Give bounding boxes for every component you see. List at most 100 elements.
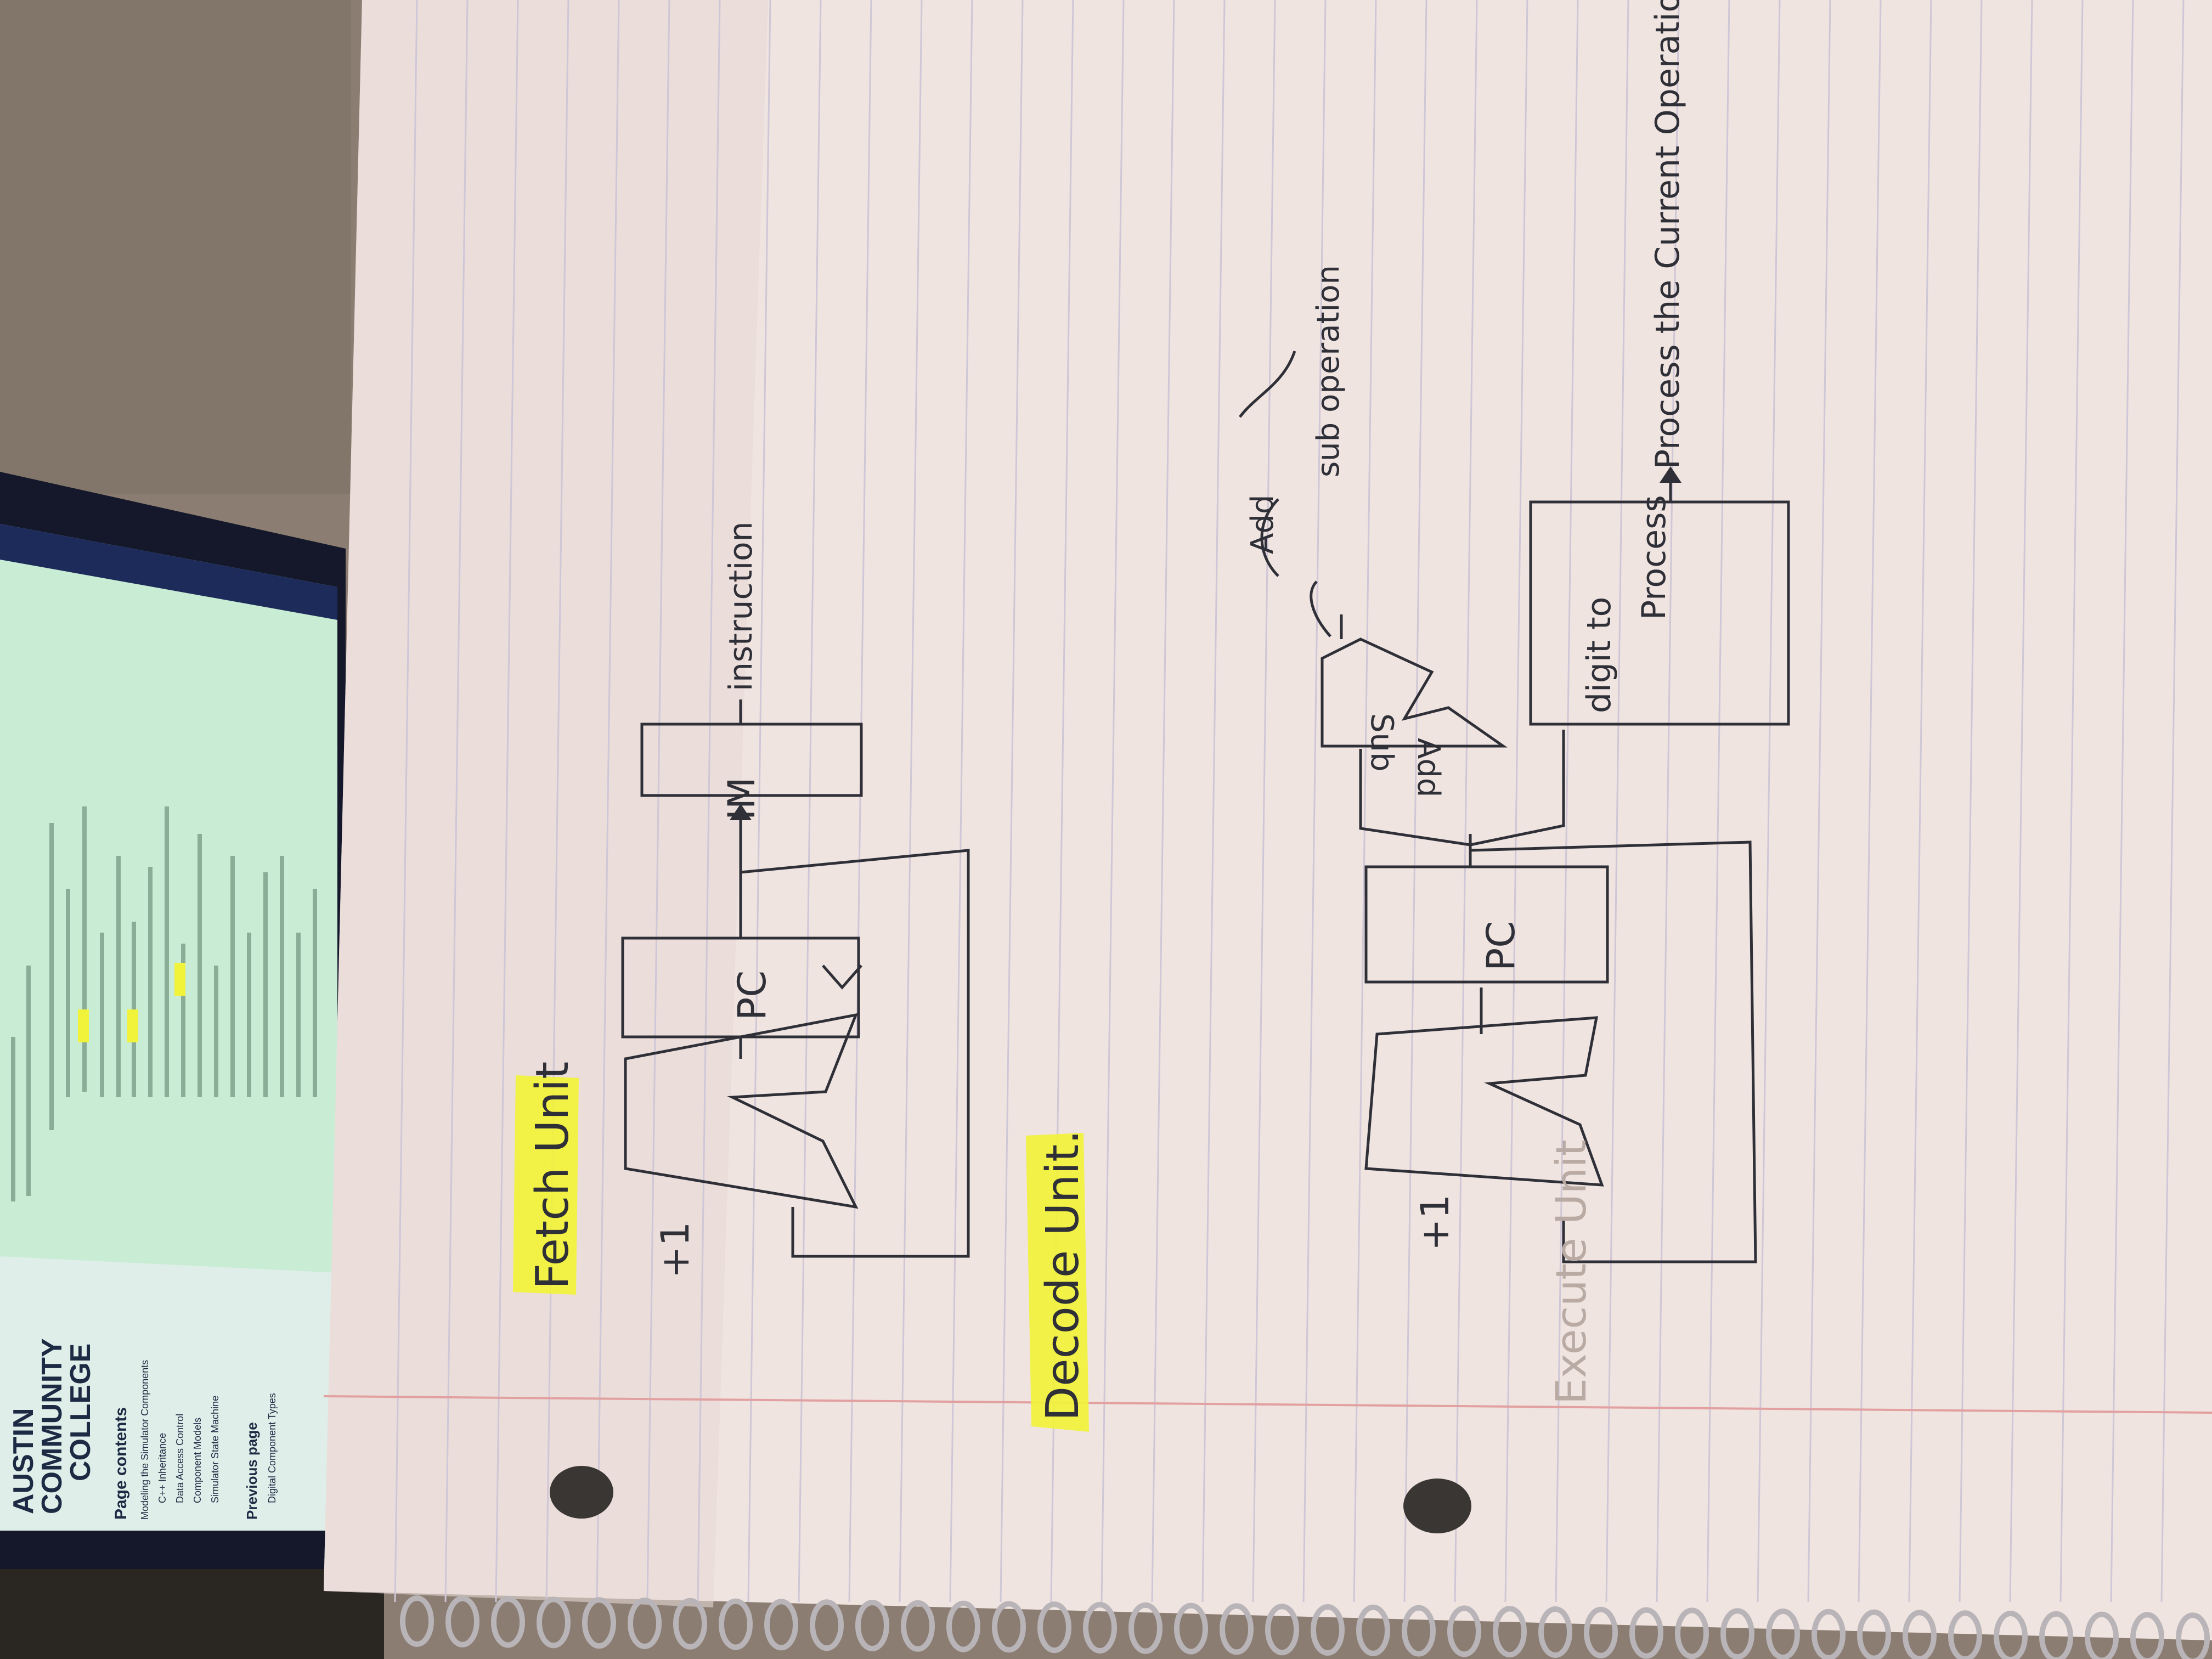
rule-line [1656,0,1680,1602]
rule-line [1807,0,1831,1602]
monitor: AUSTIN COMMUNITY COLLEGE Page contents M… [0,472,346,1569]
spiral-ring [1402,1605,1436,1657]
spiral-ring [1812,1609,1846,1659]
rule-line [1908,0,1932,1602]
wire [1470,730,1565,847]
spiral-ring [1356,1604,1390,1656]
sidebar-item[interactable]: Data Access Control [174,1414,185,1503]
sidebar-item[interactable]: Component Models [192,1418,203,1503]
spiral-ring [1128,1602,1163,1654]
spiral-ring [1265,1604,1299,1656]
execute-unit: Execute Unit [1547,1139,1595,1404]
decode-mux-shape [1364,1016,1604,1187]
rule-line [1959,0,1983,1602]
rule-line [394,0,418,1602]
rule-line [2059,0,2084,1602]
rule-line [1302,0,1327,1602]
spiral-ring [1311,1604,1345,1656]
spiral-ring [1857,1609,1891,1659]
decode-note-add: Add [1245,495,1280,554]
rule-line [1858,0,1882,1602]
spiral-ring [2085,1611,2119,1659]
spiral-binding [400,1595,2210,1659]
decode-plus-one: +1 [1413,1194,1458,1251]
rule-line [1252,0,1276,1602]
rule-line [1000,0,1024,1602]
code-line [82,806,87,1092]
sidebar-item[interactable]: Modeling the Simulator Components [139,1360,150,1520]
rule-line [1504,0,1528,1602]
notebook-page [324,0,2212,1640]
rule-line [2160,0,2185,1602]
spiral-ring [1675,1607,1709,1659]
spiral-ring [855,1600,889,1651]
arrow-head [1660,466,1681,483]
decode-adder-label-2: Sub [1364,713,1400,772]
rule-line [2110,0,2134,1602]
spiral-ring [1538,1606,1572,1658]
spiral-ring [1447,1605,1481,1657]
rule-line [1555,0,1579,1602]
rule-line [2009,0,2033,1602]
code-line [280,856,284,1097]
code-highlight [78,1009,89,1042]
fetch-unit: Fetch Unit +1 PC IM instruction [513,522,970,1295]
fetch-title-highlight [513,1075,579,1295]
spiral-ring [628,1598,662,1649]
monitor-topbar [0,524,337,620]
rule-line [495,0,519,1602]
decode-unit: Decode Unit. +1 PC Add Sub Add sub opera… [1026,0,1790,1432]
punch-holes [550,1466,1471,1533]
arrow-head [730,804,752,820]
code-line [49,823,54,1130]
spiral-ring [2039,1611,2073,1659]
decode-title-highlight [1026,1133,1089,1432]
spiral-ring [1720,1608,1754,1659]
decode-digit-box [1529,500,1790,726]
college-logo: AUSTIN COMMUNITY COLLEGE [8,1338,97,1514]
fetch-pc-label: PC [730,970,775,1020]
code-line [165,806,169,1097]
fetch-instruction-label: instruction [722,522,759,691]
rule-line [747,0,771,1602]
code-line [230,856,235,1097]
code-line [181,944,185,1097]
sidebar-section-item[interactable]: Digital Component Types [267,1393,278,1503]
code-line [198,834,202,1097]
sidebar-section-heading: Previous page [244,1422,260,1520]
logo-line-1: AUSTIN [8,1408,40,1514]
code-line [263,872,268,1097]
decode-process-note: Process the Current Operation [1649,0,1687,469]
spiral-ring [2176,1612,2210,1659]
spiral-ring [1083,1602,1117,1654]
code-highlight [127,1009,138,1042]
code-line [116,856,121,1097]
code-highlights [78,963,185,1042]
rule-line [798,0,822,1602]
decode-note-rest: sub operation [1311,265,1346,477]
sidebar-item[interactable]: C++ Inheritance [157,1433,168,1503]
spiral-ring [1948,1610,1982,1659]
wire [1359,749,1471,847]
spiral-ring [1584,1606,1618,1658]
decode-pc-label: PC [1479,921,1523,971]
spiral-ring [2130,1612,2164,1659]
sidebar-item[interactable]: Simulator State Machine [210,1396,221,1503]
fetch-plus-one: +1 [653,1222,698,1278]
rule-line [1757,0,1781,1602]
spiral-ring [764,1599,798,1651]
margin-line [323,1395,2212,1414]
rule-line [1454,0,1478,1602]
code-line [148,867,153,1097]
spiral-ring [400,1595,434,1647]
spiral-ring [810,1599,844,1651]
code-line [313,889,317,1097]
annotation-paren [1260,498,1279,577]
spiral-ring [491,1596,525,1648]
monitor-sidebar-panel [0,1256,337,1531]
spiral-ring [946,1600,980,1652]
logo-line-2: COMMUNITY [36,1338,68,1514]
spiral-ring [992,1601,1026,1653]
spiral-ring [537,1596,571,1649]
